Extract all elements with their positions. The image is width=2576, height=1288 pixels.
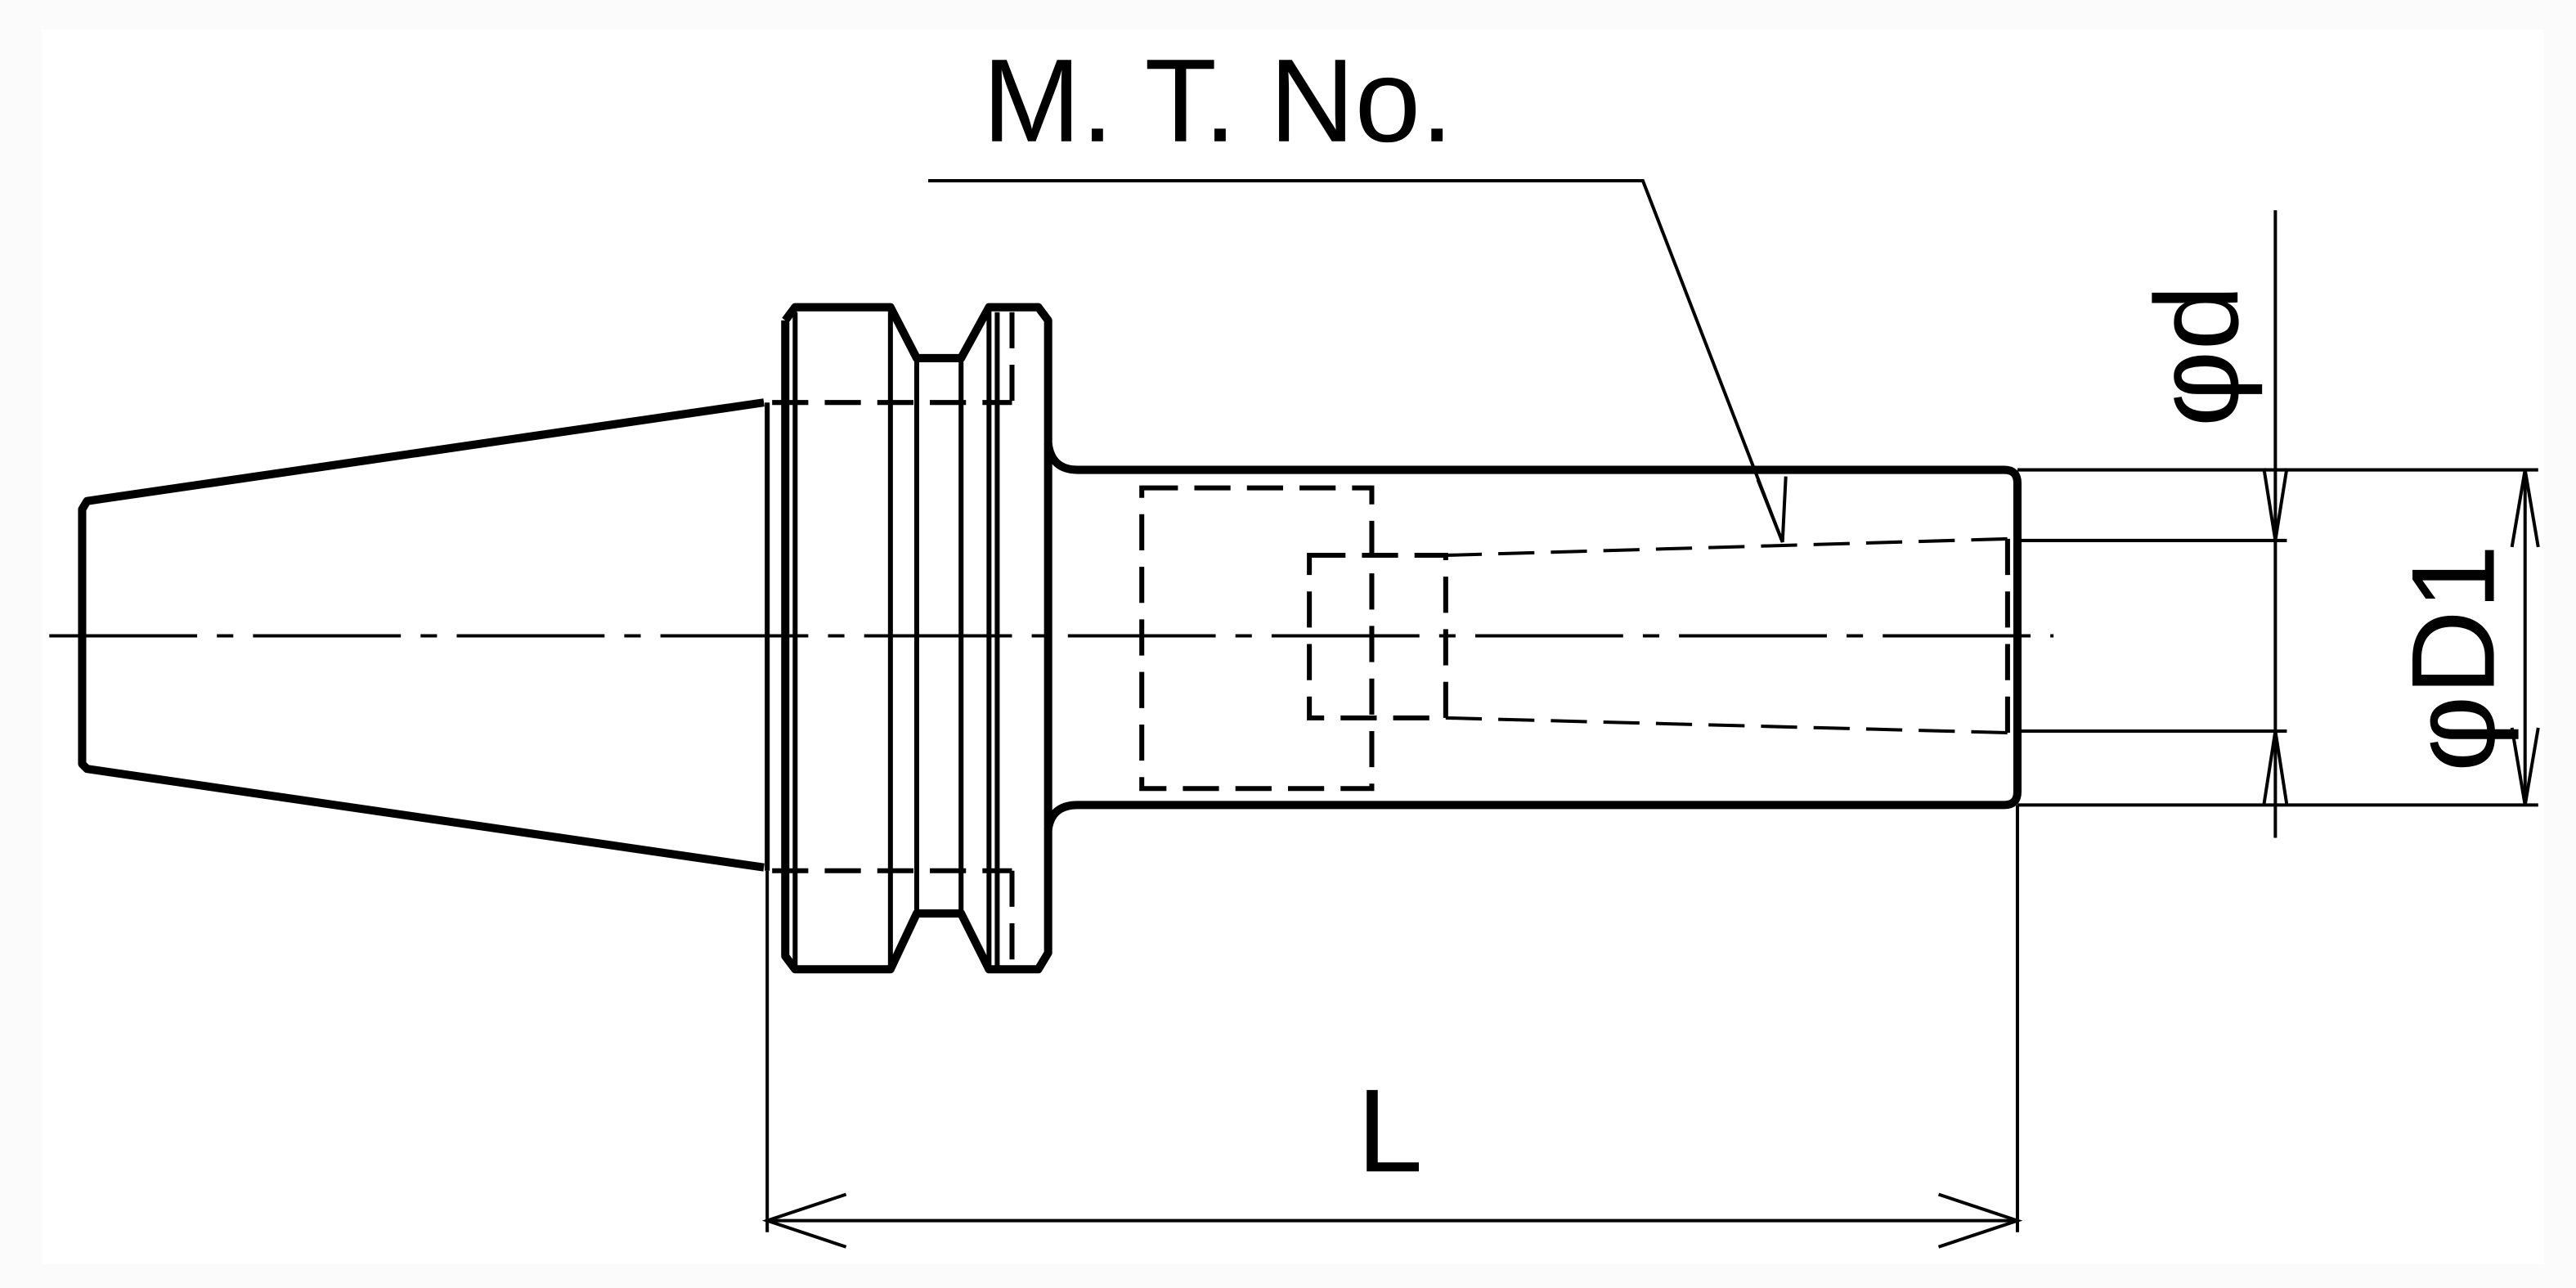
flange (772, 303, 1052, 974)
dimension-L (761, 805, 2023, 1249)
label-body-diameter: φD1 (2387, 545, 2520, 773)
label-bore-diameter: φd (2130, 285, 2263, 427)
body (1043, 442, 2022, 831)
label-morse-taper: M. T. No. (982, 34, 1453, 167)
dimension-d (2020, 210, 2289, 838)
label-length: L (1357, 1064, 1422, 1196)
drawing-sheet (42, 29, 2544, 1264)
leader-mt (928, 178, 1788, 543)
taper-shank (78, 398, 770, 872)
dimension-D1 (2017, 468, 2540, 807)
